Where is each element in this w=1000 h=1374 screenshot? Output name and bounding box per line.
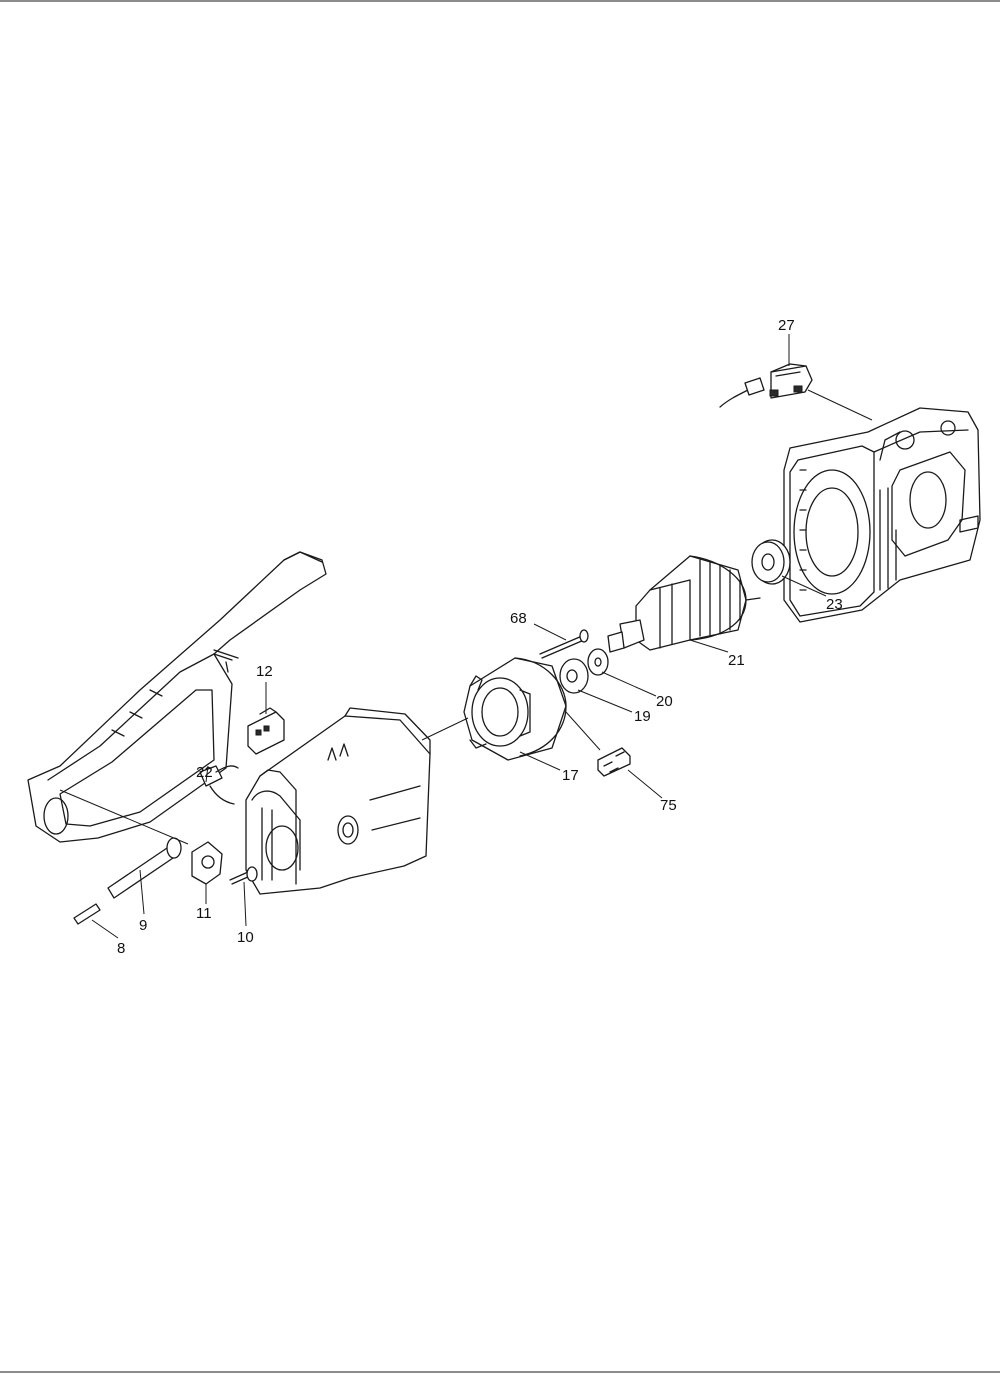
part-23-bearing [751, 539, 791, 585]
leader-20 [601, 671, 657, 697]
leader-21 [689, 639, 729, 653]
callout-68: 68 [510, 610, 527, 627]
callout-22: 22 [196, 764, 213, 781]
callout-20: 20 [656, 693, 673, 710]
callout-17: 17 [562, 767, 579, 784]
part-19-bearing [559, 658, 589, 694]
callout-23: 23 [826, 596, 843, 613]
leader-17 [519, 751, 561, 771]
part-17-field [463, 657, 567, 761]
callout-12: 12 [256, 663, 273, 680]
leader-75 [565, 711, 601, 751]
leader-handle-pin [59, 789, 189, 845]
leader-68 [533, 623, 567, 641]
callout-labels: 27 23 21 68 20 19 12 17 75 22 9 11 10 8 [117, 317, 843, 957]
part-11-nut [191, 841, 223, 885]
leader-22 [205, 765, 209, 783]
part-75-brush-holder [597, 747, 631, 777]
leader-17-housing [421, 717, 469, 741]
part-21-armature [607, 555, 761, 653]
callout-21: 21 [728, 652, 745, 669]
leader-75-label [627, 769, 663, 799]
part-22-capacitor [199, 765, 239, 805]
leader-27-housing [807, 389, 873, 421]
callout-8: 8 [117, 940, 125, 957]
part-8-rod [73, 903, 101, 925]
callout-9: 9 [139, 917, 147, 934]
gear-housing [783, 407, 981, 623]
part-27-switch [719, 363, 813, 408]
leader-23 [781, 575, 827, 597]
part-10-screw [229, 866, 258, 885]
leader-9 [139, 869, 145, 915]
part-12-switch-box [247, 707, 285, 755]
motor-housing [245, 707, 431, 895]
handle-cover [27, 551, 327, 843]
part-9-pin [107, 837, 182, 899]
part-20-washer [587, 648, 609, 676]
callout-27: 27 [778, 317, 795, 334]
part-68-screw [539, 629, 589, 659]
leader-10 [243, 881, 247, 927]
callout-11: 11 [196, 905, 212, 922]
callout-19: 19 [634, 708, 651, 725]
leader-lines [59, 334, 873, 939]
callout-75: 75 [660, 797, 677, 814]
callout-10: 10 [237, 929, 254, 946]
leader-19 [577, 689, 633, 713]
leader-8 [91, 919, 119, 939]
